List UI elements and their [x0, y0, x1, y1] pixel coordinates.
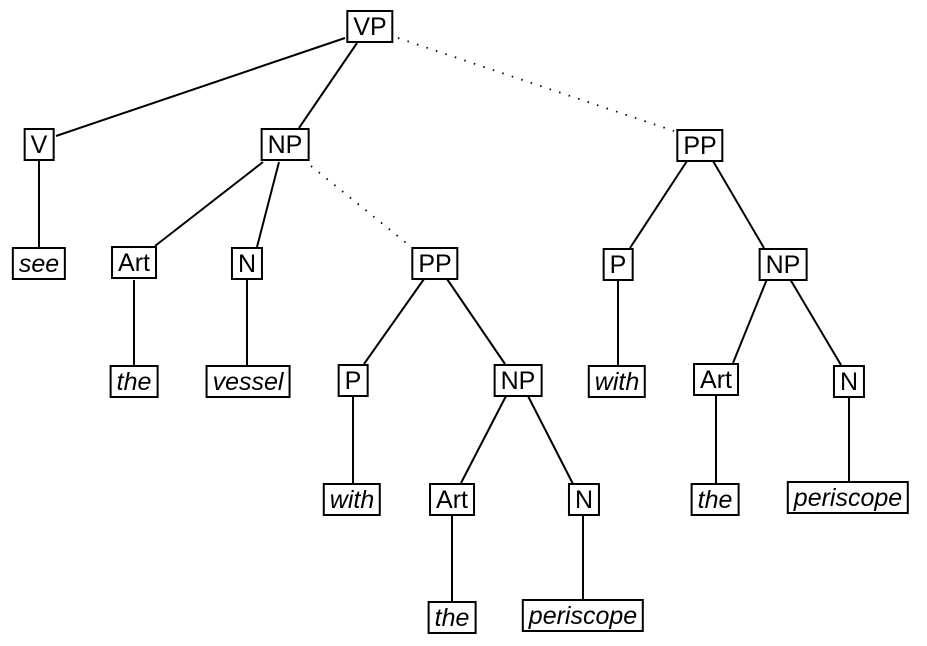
node-word-with-np-pp: with [322, 483, 382, 516]
edge-vp-pp-dotted [397, 37, 675, 132]
node-word-the-vp-pp: the [690, 483, 740, 516]
node-pp-attached-np: PP [411, 247, 459, 280]
edge-np-vp-n [789, 278, 842, 366]
edge-np-np-art [460, 395, 507, 484]
node-word-vessel: vessel [205, 365, 291, 398]
node-word-periscope-vp-pp: periscope [786, 481, 910, 514]
edge-vp-v [55, 37, 346, 137]
node-np-np-pp: NP [493, 364, 543, 397]
node-n-np-pp: N [567, 483, 601, 516]
edge-pp-np-p [363, 278, 425, 365]
node-word-the-object: the [109, 365, 159, 398]
node-np-vp-pp: NP [758, 248, 808, 281]
node-v: V [23, 128, 55, 161]
node-art-np-pp: Art [429, 483, 475, 516]
node-pp-attached-vp: PP [676, 129, 724, 162]
node-word-periscope-np-pp: periscope [521, 599, 645, 632]
edge-vp-np-object [298, 42, 358, 129]
node-p-vp-pp: P [602, 248, 634, 281]
node-word-with-vp-pp: with [587, 365, 647, 398]
node-art-vp-pp: Art [693, 363, 739, 396]
edge-pp-vp-np [712, 160, 765, 249]
node-word-see: see [11, 247, 67, 280]
edge-pp-vp-p [629, 160, 688, 249]
edge-np-pp-dotted [310, 165, 411, 247]
node-word-the-np-pp: the [427, 601, 477, 634]
edge-np-object-n [256, 161, 280, 248]
edge-np-object-art [154, 161, 264, 247]
edge-np-np-n [527, 395, 574, 485]
node-n-object: N [230, 247, 264, 280]
edge-np-vp-art [732, 278, 768, 364]
node-np-object: NP [260, 128, 310, 161]
node-p-np-pp: P [337, 364, 369, 397]
edge-pp-np-np [446, 278, 506, 365]
node-vp: VP [346, 10, 394, 43]
node-n-vp-pp: N [832, 365, 866, 398]
node-art-object: Art [111, 246, 157, 279]
